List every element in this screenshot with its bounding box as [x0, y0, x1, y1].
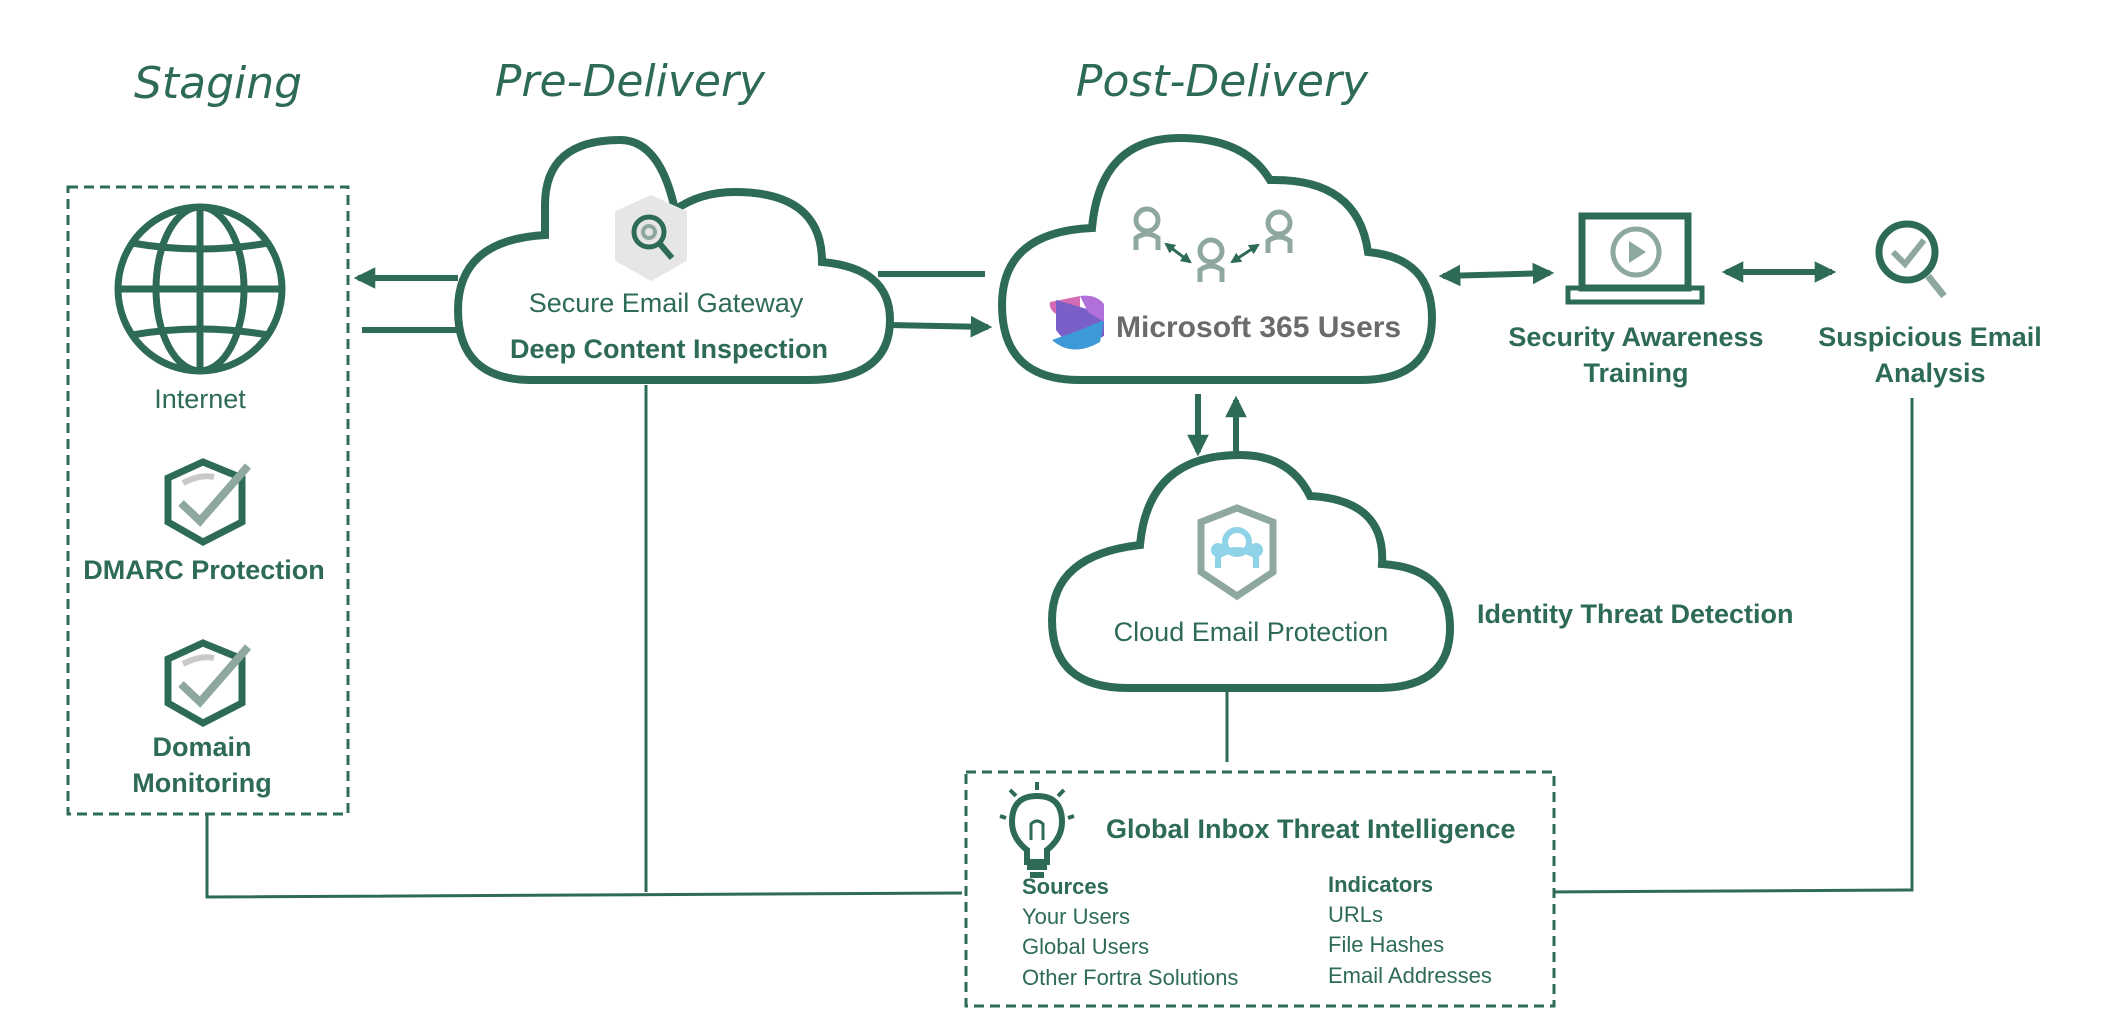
magnifier-check-icon: [1875, 220, 1947, 299]
arrow-m365-sat: [1438, 262, 1555, 287]
microsoft-365-users-label: Microsoft 365 Users: [1116, 311, 1401, 344]
threat-intel-title: Global Inbox Threat Intelligence: [1106, 814, 1516, 844]
domain-monitoring-label-line1: Domain: [152, 732, 251, 762]
phase-title-staging: Staging: [134, 58, 302, 109]
phase-title-pre-delivery: Pre-Delivery: [495, 56, 766, 107]
indicators-heading: Indicators: [1328, 872, 1433, 897]
suspicious-label-line2: Analysis: [1874, 358, 1985, 388]
dmarc-label: DMARC Protection: [83, 555, 325, 585]
indicator-item: URLs: [1328, 902, 1383, 927]
identity-threat-detection-label: Identity Threat Detection: [1477, 599, 1794, 629]
cloud-email-protection-cloud: [1047, 450, 1455, 692]
users-network-icon: [1133, 206, 1293, 282]
source-item: Global Users: [1022, 934, 1149, 959]
sat-label-line1: Security Awareness: [1508, 322, 1763, 352]
indicator-item: File Hashes: [1328, 932, 1444, 957]
globe-icon: [114, 203, 286, 375]
connector-suspicious-to-intel: [1542, 398, 1914, 894]
source-item: Other Fortra Solutions: [1022, 965, 1238, 990]
gateway-label: Secure Email Gateway: [529, 288, 804, 318]
shield-check-icon: [164, 458, 252, 546]
source-item: Your Users: [1022, 904, 1130, 929]
sources-heading: Sources: [1022, 874, 1109, 899]
internet-label: Internet: [154, 384, 246, 414]
lightbulb-icon: [999, 782, 1075, 878]
shield-check-icon: [164, 639, 252, 727]
connector-staging-to-intel: [205, 815, 963, 899]
deep-content-inspection-label: Deep Content Inspection: [510, 334, 828, 364]
suspicious-label-line1: Suspicious Email: [1818, 322, 2042, 352]
phase-title-post-delivery: Post-Delivery: [1076, 56, 1369, 107]
shield-identity-icon: [1197, 504, 1277, 601]
sat-label-line2: Training: [1583, 358, 1688, 388]
threat-intel-box: [964, 770, 1556, 1008]
cloud-email-protection-label: Cloud Email Protection: [1114, 617, 1389, 647]
arrow-gateway-to-m365: [887, 315, 993, 338]
magnifier-gear-icon: [615, 194, 687, 282]
microsoft-365-logo-icon: [1049, 295, 1104, 350]
laptop-play-icon: [1565, 212, 1705, 305]
indicator-item: Email Addresses: [1328, 963, 1492, 988]
domain-monitoring-label-line2: Monitoring: [132, 768, 271, 798]
